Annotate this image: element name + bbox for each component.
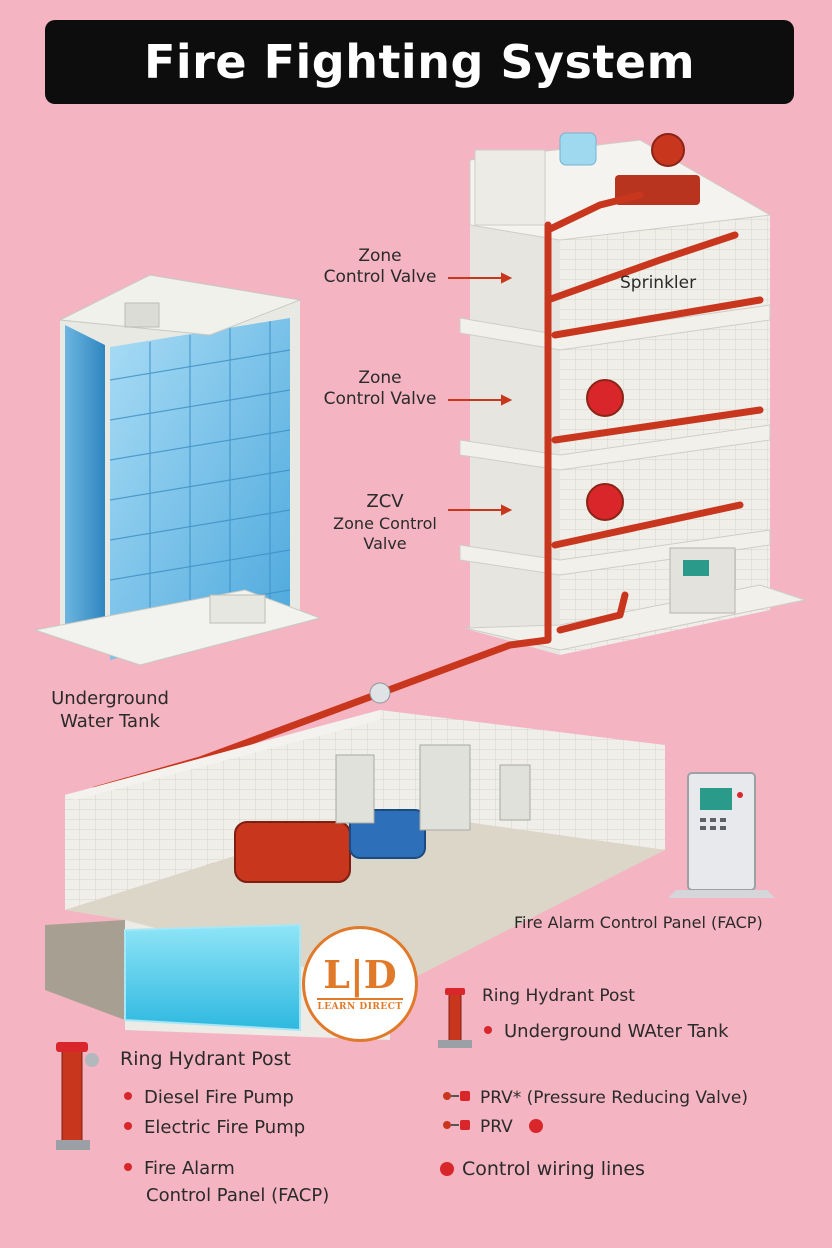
hydrant-post-large-icon bbox=[56, 1042, 99, 1150]
sprinkler-label: Sprinkler bbox=[620, 273, 697, 293]
label-line: Underground bbox=[51, 688, 169, 709]
label-line: Zone bbox=[358, 368, 402, 388]
facp-label: Fire Alarm Control Panel (FACP) bbox=[514, 913, 763, 932]
title-bar: Fire Fighting System bbox=[45, 20, 794, 104]
facp-cabinet bbox=[668, 772, 775, 898]
legend-item-underground-tank: Underground WAter Tank bbox=[484, 1021, 729, 1044]
pump-room bbox=[45, 710, 665, 1040]
prv-valve-icon bbox=[443, 1091, 470, 1101]
legend-item-diesel-pump: Diesel Fire Pump bbox=[124, 1087, 294, 1110]
legend-text: PRV* (Pressure Reducing Valve) bbox=[480, 1088, 749, 1108]
fire-building bbox=[459, 132, 807, 655]
label-line: Control Valve bbox=[323, 267, 437, 288]
bullet-icon bbox=[440, 1161, 454, 1176]
bullet-icon bbox=[528, 1119, 543, 1133]
hydrant-post-small-icon bbox=[438, 988, 472, 1048]
underground-tank-label: Underground Water Tank bbox=[35, 688, 185, 733]
legend-item-facp: Fire Alarm Control Panel (FACP) bbox=[124, 1158, 329, 1207]
bullet-icon bbox=[124, 1163, 132, 1171]
label-line: Control Valve bbox=[323, 389, 437, 410]
page-title: Fire Fighting System bbox=[143, 35, 696, 89]
legend-text: Control Panel (FACP) bbox=[146, 1184, 330, 1206]
inline-valve bbox=[369, 682, 391, 704]
label-line: ZCV bbox=[366, 491, 404, 512]
label-line: Valve bbox=[363, 533, 407, 553]
legend-item-prv-short: PRV bbox=[442, 1117, 551, 1138]
label-line: Zone bbox=[358, 246, 402, 266]
label-line: Water Tank bbox=[60, 710, 160, 732]
zone-control-valve-label-1: Zone Control Valve bbox=[310, 246, 450, 289]
legend-ring-hydrant-heading: Ring Hydrant Post bbox=[120, 1048, 291, 1070]
legend-item-wiring: Control wiring lines bbox=[440, 1158, 645, 1182]
legend-text: PRV bbox=[480, 1117, 513, 1137]
control-cabinet bbox=[419, 744, 471, 831]
glass-building bbox=[33, 274, 322, 666]
diesel-pump bbox=[234, 821, 351, 883]
legend-text: Diesel Fire Pump bbox=[144, 1087, 294, 1108]
learn-direct-logo: L|D LEARN DIRECT bbox=[302, 926, 418, 1042]
legend-text: Fire Alarm bbox=[144, 1158, 235, 1179]
zcv-label: ZCV Zone Control Valve bbox=[315, 491, 455, 554]
legend-ring-hydrant-small: Ring Hydrant Post bbox=[482, 986, 635, 1006]
bullet-icon bbox=[484, 1026, 492, 1034]
callout-arrows bbox=[448, 272, 513, 516]
legend-item-prv-long: PRV* (Pressure Reducing Valve) bbox=[442, 1088, 748, 1109]
logo-mark: L|D bbox=[323, 952, 397, 997]
logo-subtitle: LEARN DIRECT bbox=[317, 998, 403, 1012]
zone-control-valve-label-2: Zone Control Valve bbox=[310, 368, 450, 411]
label-line: Zone Control bbox=[333, 513, 437, 533]
legend-text: Control wiring lines bbox=[462, 1158, 645, 1180]
bullet-icon bbox=[124, 1122, 132, 1130]
bullet-icon bbox=[124, 1092, 132, 1100]
legend-item-electric-pump: Electric Fire Pump bbox=[124, 1117, 305, 1140]
prv-valve-icon bbox=[443, 1120, 470, 1130]
legend-text: Underground WAter Tank bbox=[504, 1021, 729, 1042]
legend-text: Electric Fire Pump bbox=[144, 1117, 306, 1138]
